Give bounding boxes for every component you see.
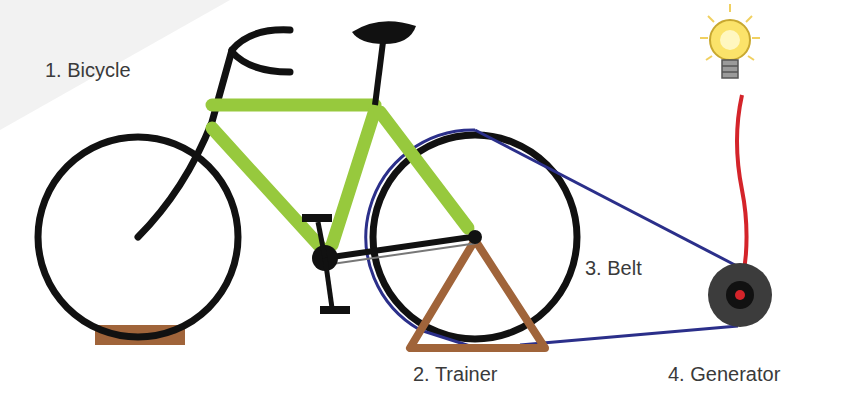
generator-shaft xyxy=(726,281,754,309)
background-band xyxy=(0,0,230,130)
chain xyxy=(325,243,478,265)
part-label: 4. Generator xyxy=(668,362,780,386)
handlebar xyxy=(232,52,290,72)
trainer-stand xyxy=(410,240,545,348)
bulb xyxy=(710,20,750,60)
bulb-base xyxy=(722,60,738,78)
belt xyxy=(420,330,470,346)
bulb-rays xyxy=(700,4,760,60)
part-label: 3. Belt xyxy=(585,256,642,280)
bulb-thread xyxy=(722,65,738,67)
part-label: 1. Bicycle xyxy=(45,58,131,82)
pedal xyxy=(302,214,332,222)
handlebar xyxy=(232,30,290,50)
part-label: 2. Trainer xyxy=(413,362,497,386)
seat xyxy=(352,21,416,44)
generator xyxy=(708,263,772,327)
crank-arm xyxy=(325,258,332,308)
frame xyxy=(212,105,468,252)
pedal xyxy=(320,306,350,314)
seat-post xyxy=(375,42,383,105)
bulb-thread xyxy=(722,71,738,73)
generator-terminal xyxy=(735,290,745,300)
belt xyxy=(520,326,738,345)
hub xyxy=(468,230,482,244)
bulb-glow xyxy=(720,30,740,50)
crank-arm xyxy=(318,222,325,258)
belt xyxy=(475,130,735,265)
